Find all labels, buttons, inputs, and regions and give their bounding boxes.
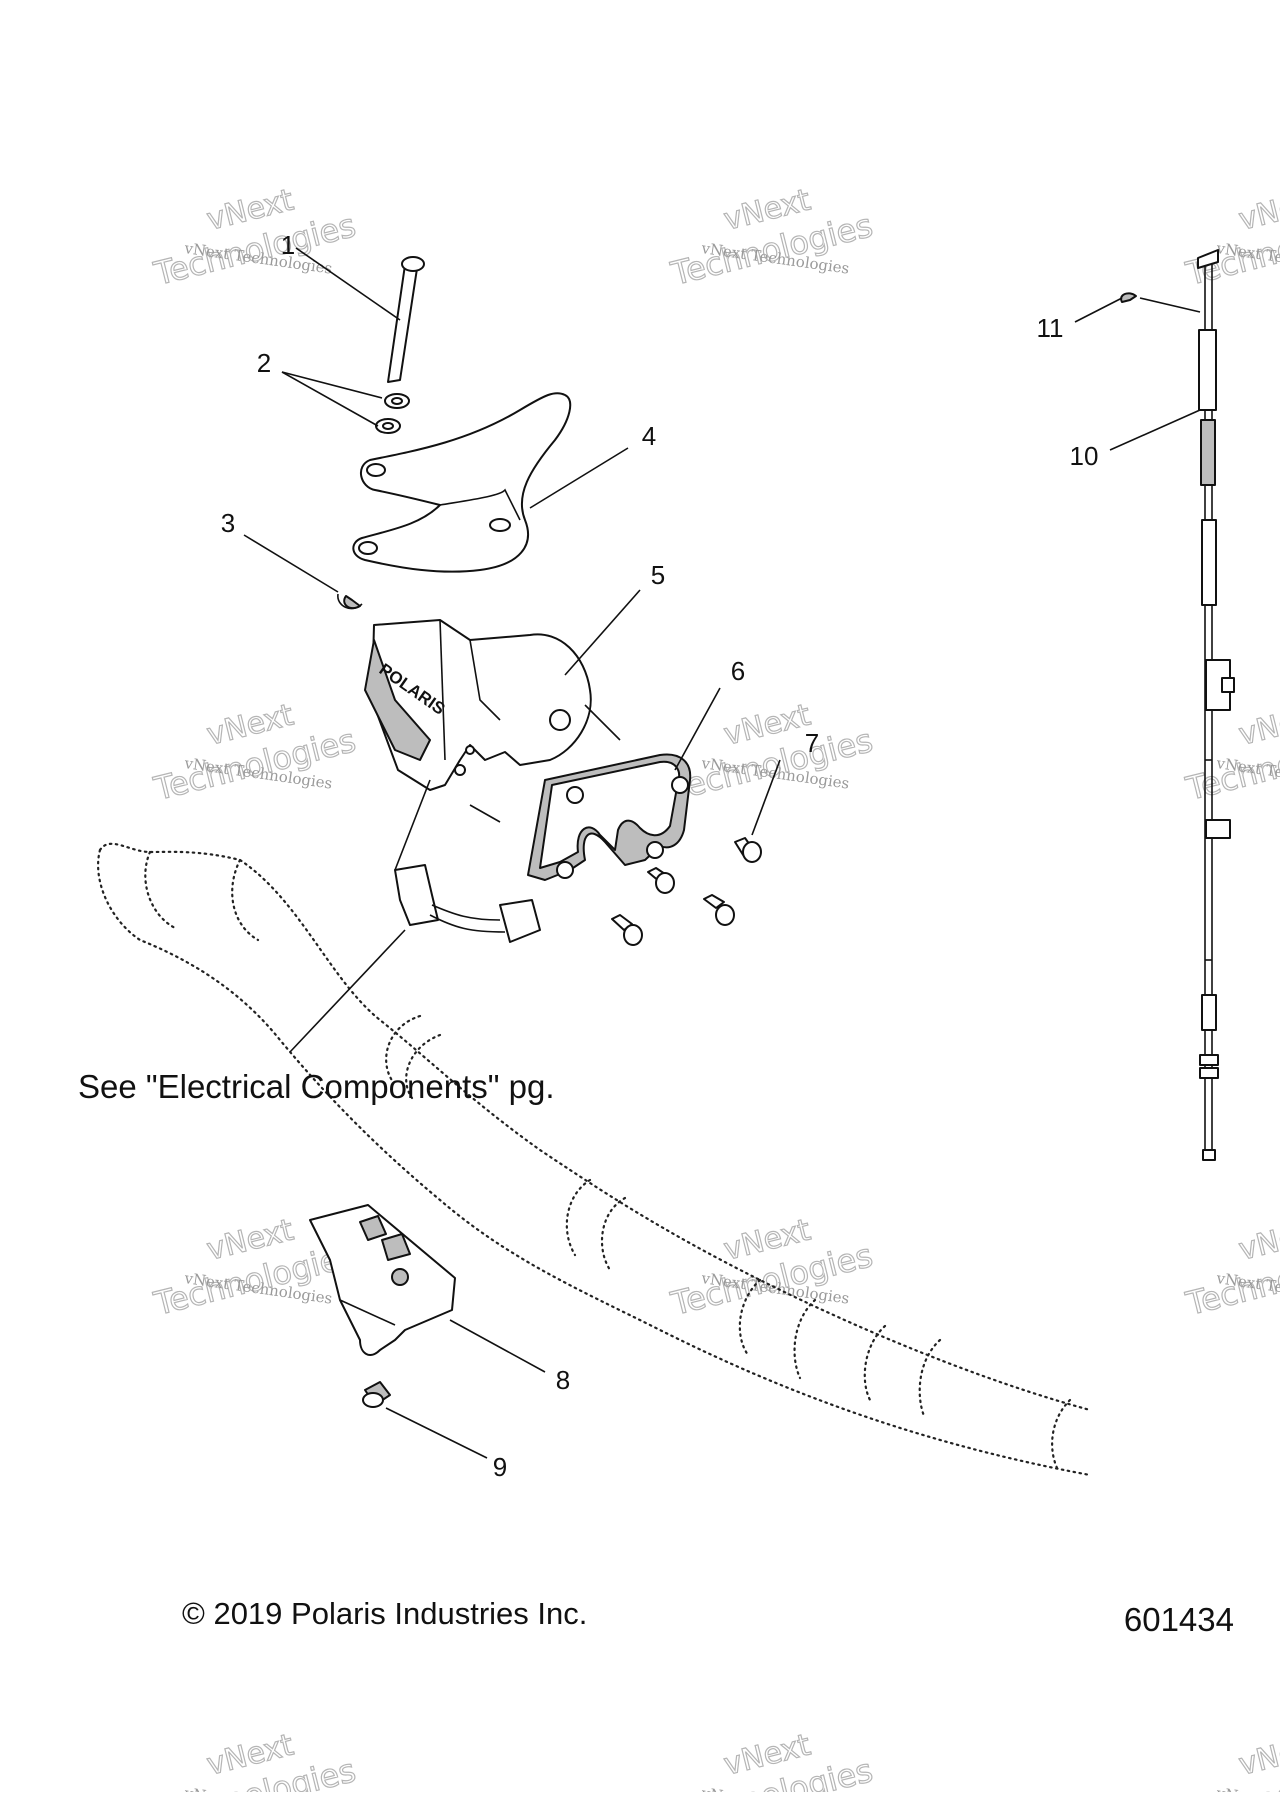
washers-part-2 <box>375 393 410 434</box>
clip-part-3 <box>337 593 363 610</box>
copyright-text: © 2019 Polaris Industries Inc. <box>182 1596 587 1631</box>
cable-part-10 <box>1197 249 1235 1161</box>
bracket-part-4 <box>352 392 572 573</box>
callout-6: 6 <box>731 656 745 686</box>
callout-11: 11 <box>1037 313 1064 343</box>
mount-part-8 <box>309 1204 456 1356</box>
housing-part-5: POLARIS <box>364 619 592 791</box>
leader-lines <box>243 247 1201 1459</box>
callout-2: 2 <box>257 348 271 378</box>
clip-part-11 <box>1120 292 1137 303</box>
callout-7: 7 <box>805 728 819 758</box>
figure-number: 601434 <box>1124 1601 1234 1638</box>
callout-4: 4 <box>642 421 656 451</box>
callouts: 1 2 3 4 5 6 7 8 9 10 11 <box>221 230 1099 1482</box>
clamp-part-6 <box>527 753 692 881</box>
watermark-top-text: vNext <box>1235 698 1280 753</box>
callout-1: 1 <box>281 230 295 260</box>
setscrew-part-9 <box>362 1381 391 1408</box>
pin-part-1 <box>387 256 425 383</box>
screw-a <box>734 837 762 863</box>
callout-3: 3 <box>221 508 235 538</box>
callout-5: 5 <box>651 560 665 590</box>
watermark-top-text: vNext <box>1235 1213 1280 1268</box>
callout-9: 9 <box>493 1452 507 1482</box>
callout-8: 8 <box>556 1365 570 1395</box>
screws-part-7 <box>611 837 762 946</box>
watermark-top-text: vNext <box>1235 183 1280 238</box>
callout-10: 10 <box>1070 441 1099 471</box>
watermark-top-text: vNext <box>1235 1728 1280 1783</box>
screw-d <box>611 914 643 946</box>
screw-c <box>703 894 735 926</box>
handlebar-phantom <box>97 842 1092 1477</box>
screw-b <box>647 867 675 894</box>
electrical-note: See "Electrical Components" pg. <box>78 1068 555 1105</box>
connector-harness <box>394 864 541 943</box>
